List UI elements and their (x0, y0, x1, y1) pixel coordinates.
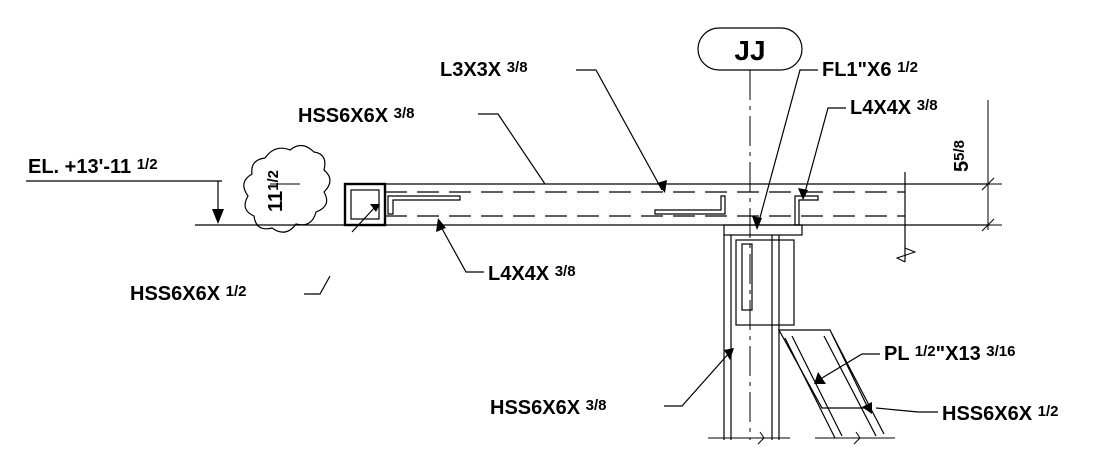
callout-hss-left-label: HSS6X6X 1/2 (130, 283, 246, 305)
revision-dimension: 111/2 (265, 170, 287, 212)
beam-break-right (895, 247, 917, 263)
callout-hss-left-arrow (370, 204, 380, 212)
right-dimension: 55/8 (951, 100, 1002, 232)
angle-l3x3 (654, 195, 726, 215)
callout-l4x4-bottom-label: L4X4X 3/8 (488, 263, 576, 285)
callout-l3x3-arrow (657, 180, 667, 193)
callout-l4x4-top-arrow (798, 188, 808, 200)
callout-l4x4-bottom-leader (439, 224, 484, 273)
gusset-plate (777, 329, 869, 409)
callout-fl1-arrow (752, 216, 762, 230)
elevation-marker: EL. +13'-11 1/2 (26, 156, 300, 226)
callout-l3x3: L3X3X 3/8 (440, 59, 667, 193)
column-stiffener (741, 243, 753, 311)
callout-hss-brace: HSS6X6X 1/2 (862, 402, 1058, 425)
revision-cloud: 111/2 (243, 144, 331, 233)
brace-left-edge (784, 337, 836, 439)
column-cap-plate (735, 239, 795, 326)
callout-hss-left-leader-2 (351, 205, 377, 233)
right-dim-label: 55/8 (951, 140, 973, 172)
callout-fl1-leader (757, 69, 818, 226)
callout-pl-leader (821, 353, 880, 379)
callout-hss-top: HSS6X6X 3/8 (298, 105, 546, 185)
column-assembly (708, 224, 895, 445)
callout-l4x4-top-label: L4X4X 3/8 (850, 97, 938, 119)
callout-hss-top-label: HSS6X6X 3/8 (298, 105, 414, 127)
brace-right-edge (831, 333, 885, 435)
callout-fl1: FL1"X6 1/2 (752, 59, 918, 230)
right-dim-tick-1 (981, 177, 995, 191)
hss-section-outer (343, 182, 387, 227)
column-break-zig (757, 431, 765, 445)
callout-l3x3-label: L3X3X 3/8 (440, 59, 528, 81)
callout-hss-column-arrow (724, 348, 734, 360)
callout-hss-left-leader (304, 275, 331, 295)
callout-hss-top-leader (478, 113, 546, 185)
callout-hss-column-leader (664, 351, 731, 407)
callout-pl-arrow (814, 372, 826, 384)
callout-hss-brace-arrow (862, 402, 872, 414)
callout-l4x4-bottom: L4X4X 3/8 (436, 218, 576, 285)
callout-hss-left: HSS6X6X 1/2 (130, 204, 380, 305)
callout-pl: PL 1/2"X13 3/16 (814, 343, 1015, 384)
callout-fl1-label: FL1"X6 1/2 (822, 59, 918, 81)
brace-break-zig (853, 431, 861, 445)
callout-hss-brace-label: HSS6X6X 1/2 (942, 403, 1058, 425)
callout-hss-brace-leader (875, 407, 938, 413)
callout-pl-label: PL 1/2"X13 3/16 (884, 343, 1015, 365)
callout-l4x4-top-leader (803, 107, 846, 197)
revision-cloud-outline (243, 144, 331, 233)
brace-right-inner (823, 335, 877, 437)
callout-l3x3-leader (576, 69, 663, 191)
elevation-label: EL. +13'-11 1/2 (28, 156, 158, 178)
brace-left-inner (791, 335, 843, 437)
grid-bubble-label: JJ (734, 35, 765, 66)
angle-l4x4-right (794, 195, 819, 226)
callout-hss-column: HSS6X6X 3/8 (490, 348, 734, 419)
right-dim-tick-2 (981, 218, 995, 232)
top-beam (300, 172, 990, 263)
callout-l4x4-bottom-arrow (436, 218, 446, 232)
elevation-arrow-head (212, 209, 224, 224)
callout-l4x4-top: L4X4X 3/8 (798, 97, 938, 200)
angle-l4x4-left (387, 195, 461, 215)
grid-line-jj: JJ (697, 27, 803, 440)
fl1-plate (723, 224, 803, 236)
callout-hss-column-label: HSS6X6X 3/8 (490, 397, 606, 419)
